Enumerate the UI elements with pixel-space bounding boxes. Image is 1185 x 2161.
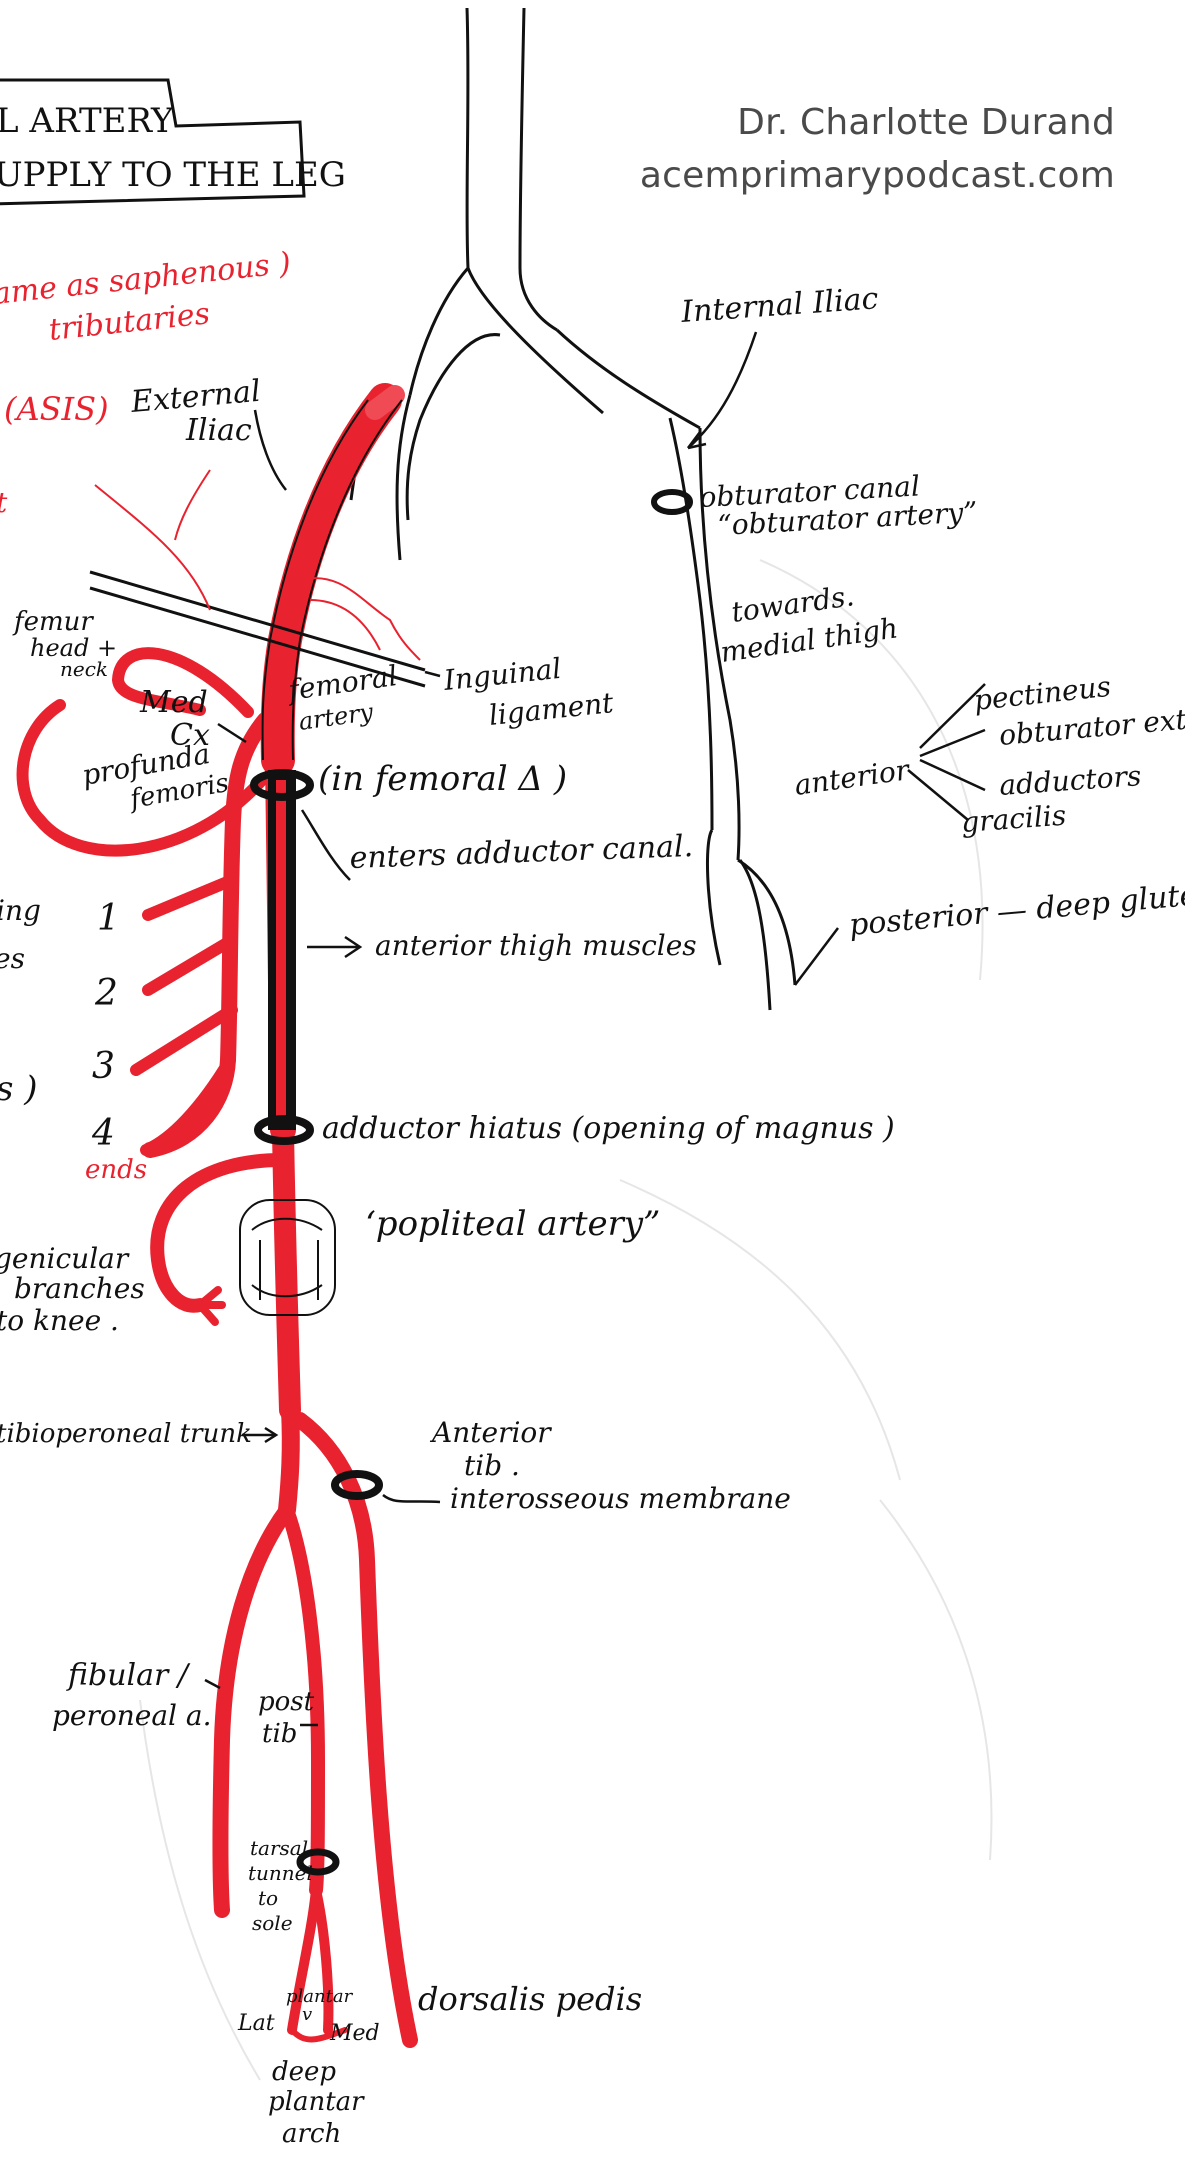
- tibioperoneal-artery: [287, 1410, 291, 1510]
- website-credit: acemprimarypodcast.com: [640, 155, 1115, 196]
- label-post-tib-2: tib: [262, 1719, 297, 1749]
- label-perforating-2: 2: [94, 973, 118, 1014]
- label-external-iliac-2: Iliac: [185, 413, 252, 448]
- red-t: t: [0, 486, 8, 519]
- label-med-cx-1: Med: [139, 685, 208, 720]
- label-tarsal-2: tunnel: [248, 1861, 313, 1885]
- label-anterior-tib-1: Anterior: [429, 1416, 552, 1449]
- label-fibular-1: fibular /: [66, 1658, 191, 1693]
- label-cut-ing: ing: [0, 894, 41, 927]
- label-posterior-division: posterior — deep glutes: [848, 876, 1185, 943]
- label-femoral-1: femoral: [284, 659, 399, 707]
- label-fibular-2: peroneal a.: [52, 1699, 211, 1732]
- label-ends: ends: [85, 1155, 147, 1185]
- adductor-canal: [268, 770, 296, 1130]
- genicular-branches: [157, 1160, 282, 1306]
- label-pectineus: pectineus: [972, 670, 1112, 717]
- label-enters-adductor-canal: enters adductor canal.: [349, 829, 694, 876]
- label-med-plantar: Med: [329, 2021, 380, 2046]
- title-box: L ARTERY UPPLY TO THE LEG: [0, 80, 346, 204]
- label-in-femoral-triangle: (in femoral Δ ): [318, 759, 567, 799]
- label-deep-plantar-1: deep: [272, 2057, 336, 2087]
- popliteal-artery: [283, 1130, 290, 1410]
- external-iliac-red-tip: [375, 395, 395, 410]
- label-anterior-thigh-muscles: anterior thigh muscles: [375, 929, 697, 962]
- red-sketch-inguinal: [95, 470, 420, 660]
- perforating-branch-1: [148, 880, 232, 915]
- label-tibioperoneal-trunk: tibioperoneal trunk: [0, 1419, 252, 1449]
- title-line2: UPPLY TO THE LEG: [0, 155, 346, 195]
- perforating-branch-2: [148, 940, 232, 990]
- label-plantar-1: plantar: [286, 1986, 354, 2007]
- label-cut-es: es: [0, 942, 25, 975]
- label-tarsal-3: to: [258, 1886, 278, 1910]
- label-genicular-2: branches: [14, 1272, 145, 1305]
- medial-plantar-artery: [316, 1890, 328, 2030]
- label-popliteal-artery: ‘popliteal artery”: [365, 1204, 660, 1244]
- label-adductor-hiatus: adductor hiatus (opening of magnus ): [322, 1111, 895, 1146]
- handwritten-labels: Internal Iliac External Iliac obturator …: [0, 281, 1185, 2149]
- label-tarsal-1: tarsal: [250, 1836, 308, 1860]
- label-inguinal-2: ligament: [487, 686, 615, 732]
- label-deep-plantar-2: plantar: [268, 2087, 365, 2117]
- label-perforating-3: 3: [92, 1046, 115, 1087]
- label-perforating-1: 1: [97, 898, 120, 939]
- label-anterior-division: anterior: [792, 753, 912, 802]
- label-femur-1: femur: [12, 607, 94, 637]
- red-asis: (ASIS): [4, 390, 109, 428]
- red-saphenous-line2: tributaries: [47, 296, 211, 348]
- label-adductors: adductors: [998, 759, 1142, 802]
- author-credit: Dr. Charlotte Durand: [737, 102, 1115, 143]
- label-perforating-4: 4: [91, 1113, 115, 1154]
- label-tarsal-4: sole: [252, 1911, 293, 1935]
- label-deep-plantar-3: arch: [282, 2119, 341, 2149]
- title-line1: L ARTERY: [0, 101, 174, 141]
- label-anterior-tib-2: tib .: [464, 1449, 520, 1482]
- label-femur-3: neck: [60, 657, 108, 681]
- label-cut-s: s ): [0, 1069, 38, 1109]
- label-internal-iliac: Internal Iliac: [679, 281, 880, 330]
- label-plantar-2: v: [302, 2004, 312, 2025]
- label-genicular-3: to knee .: [0, 1304, 119, 1337]
- label-inguinal-1: Inguinal: [441, 652, 562, 697]
- ring-obturator-canal: [654, 492, 690, 512]
- label-genicular-1: genicular: [0, 1242, 130, 1275]
- label-lat-plantar: Lat: [237, 2011, 275, 2036]
- label-post-tib-1: post: [258, 1687, 315, 1717]
- perforating-branch-3: [136, 1010, 232, 1070]
- label-dorsalis-pedis: dorsalis pedis: [418, 1980, 642, 2018]
- label-interosseous-membrane: interosseous membrane: [450, 1482, 791, 1515]
- label-gracilis: gracilis: [960, 799, 1067, 839]
